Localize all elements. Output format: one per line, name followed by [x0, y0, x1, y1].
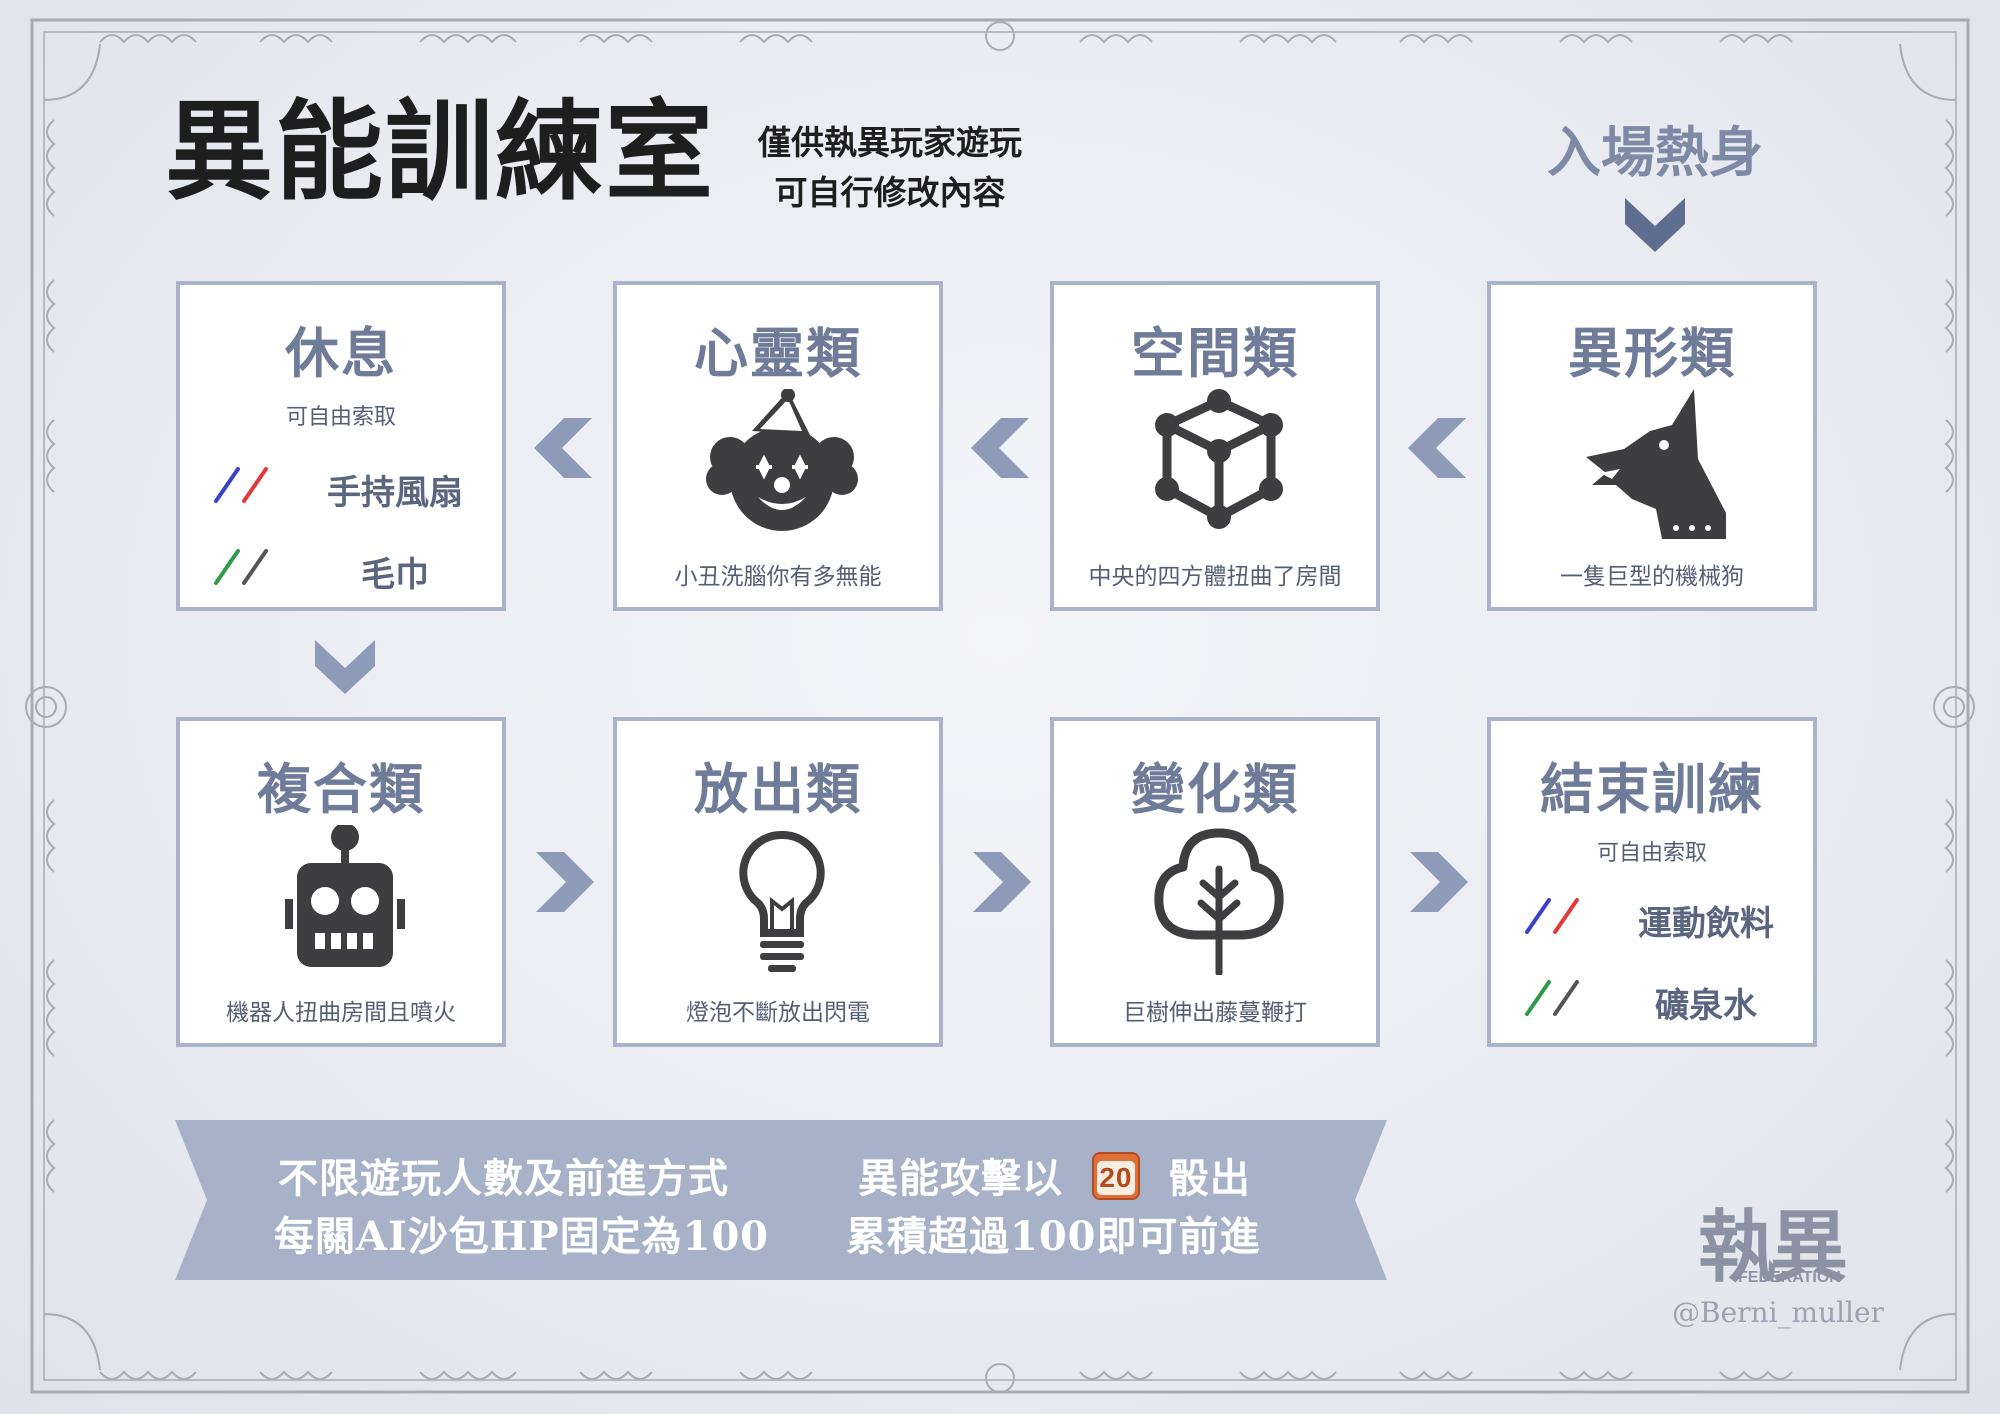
list-item: 毛巾	[210, 537, 490, 597]
room-caption: 機器人扭曲房間且噴火	[226, 1000, 456, 1026]
chevron-down-icon	[315, 640, 375, 694]
room-caption: 中央的四方體扭曲了房間	[1088, 564, 1342, 590]
rule-progress: 累積超過100即可前進	[846, 1213, 1261, 1260]
room-title: 異形類	[1568, 321, 1736, 385]
subtitle-line-1: 僅供執異玩家遊玩	[758, 123, 1022, 162]
logo-subtext: FEDERATION	[1738, 1269, 1841, 1286]
room-title: 結束訓練	[1540, 757, 1764, 821]
room-title: 空間類	[1131, 321, 1299, 385]
pin-pair-icon	[214, 549, 268, 585]
subtitle-line-2: 可自行修改內容	[774, 173, 1006, 212]
pin-pair-icon	[214, 467, 268, 503]
pin-pair-icon	[1525, 980, 1579, 1016]
rule-hp: 每關AI沙包HP固定為100	[274, 1213, 770, 1260]
chevron-right-icon	[973, 852, 1031, 912]
room-caption: 巨樹伸出藤蔓鞭打	[1123, 1000, 1307, 1026]
rule-dice-text-a: 異能攻擊以	[858, 1155, 1063, 1202]
room-transform: 變化類 巨樹伸出藤蔓鞭打	[1050, 717, 1380, 1047]
rule-dice-text-b: 骰出	[1168, 1155, 1251, 1202]
room-caption: 燈泡不斷放出閃電	[686, 1000, 870, 1026]
rule-players: 不限遊玩人數及前進方式	[278, 1155, 729, 1202]
item-label: 運動飲料	[1638, 904, 1774, 944]
room-rest: 休息 可自由索取 手持風扇 毛巾	[176, 281, 506, 611]
room-caption: 小丑洗腦你有多無能	[674, 564, 882, 590]
chevron-down-icon	[1625, 198, 1685, 252]
room-title: 放出類	[694, 757, 862, 821]
author-credit: @Berni_muller	[1672, 1296, 1884, 1329]
room-finish: 結束訓練 可自由索取 運動飲料 礦泉水	[1487, 717, 1817, 1047]
rule-dice: 異能攻擊以 20 骰出	[858, 1146, 1251, 1204]
room-note: 可自由索取	[1596, 841, 1707, 866]
logo-text: 執異	[1698, 1203, 1848, 1293]
room-emission: 放出類 燈泡不斷放出閃電	[613, 717, 943, 1047]
room-title: 休息	[285, 321, 397, 385]
chevron-left-icon	[534, 418, 592, 478]
tree-icon	[1154, 828, 1284, 975]
list-item: 手持風扇	[210, 455, 490, 515]
room-title: 心靈類	[694, 321, 862, 385]
subtitle: 僅供執異玩家遊玩 可自行修改內容	[740, 118, 1040, 218]
pin-pair-icon	[1525, 898, 1579, 934]
list-item: 運動飲料	[1521, 886, 1801, 946]
robot-icon	[285, 825, 405, 967]
room-spatial: 空間類 中央的四方體扭曲了房間	[1050, 281, 1380, 611]
list-item: 礦泉水	[1521, 968, 1801, 1028]
room-note: 可自由索取	[285, 405, 396, 430]
cube-icon	[1155, 389, 1283, 529]
chevron-left-icon	[971, 418, 1029, 478]
chevron-right-icon	[1410, 852, 1468, 912]
chevron-left-icon	[1408, 418, 1466, 478]
page-title: 異能訓練室	[165, 89, 716, 215]
room-title: 複合類	[257, 757, 425, 821]
room-compound: 複合類 機器人扭曲房間且噴火	[176, 717, 506, 1047]
d20-die-icon: 20	[1091, 1152, 1140, 1200]
clown-icon	[706, 389, 858, 531]
item-label: 手持風扇	[327, 473, 463, 513]
rules-banner	[175, 1120, 1387, 1280]
dice-value: 20	[1099, 1162, 1133, 1193]
wolf-icon	[1586, 389, 1726, 539]
federation-logo: 執異 FEDERATION	[1690, 1185, 1870, 1295]
room-psychic: 心靈類 小丑洗腦你有多無能	[613, 281, 943, 611]
lightbulb-icon	[739, 830, 825, 972]
entry-label: 入場熱身	[1547, 120, 1763, 184]
chevron-right-icon	[536, 852, 594, 912]
item-label: 礦泉水	[1655, 986, 1757, 1026]
room-caption: 一隻巨型的機械狗	[1560, 564, 1744, 590]
room-mutant: 異形類 一隻巨型的機械狗	[1487, 281, 1817, 611]
item-label: 毛巾	[361, 555, 429, 595]
room-title: 變化類	[1131, 757, 1299, 821]
